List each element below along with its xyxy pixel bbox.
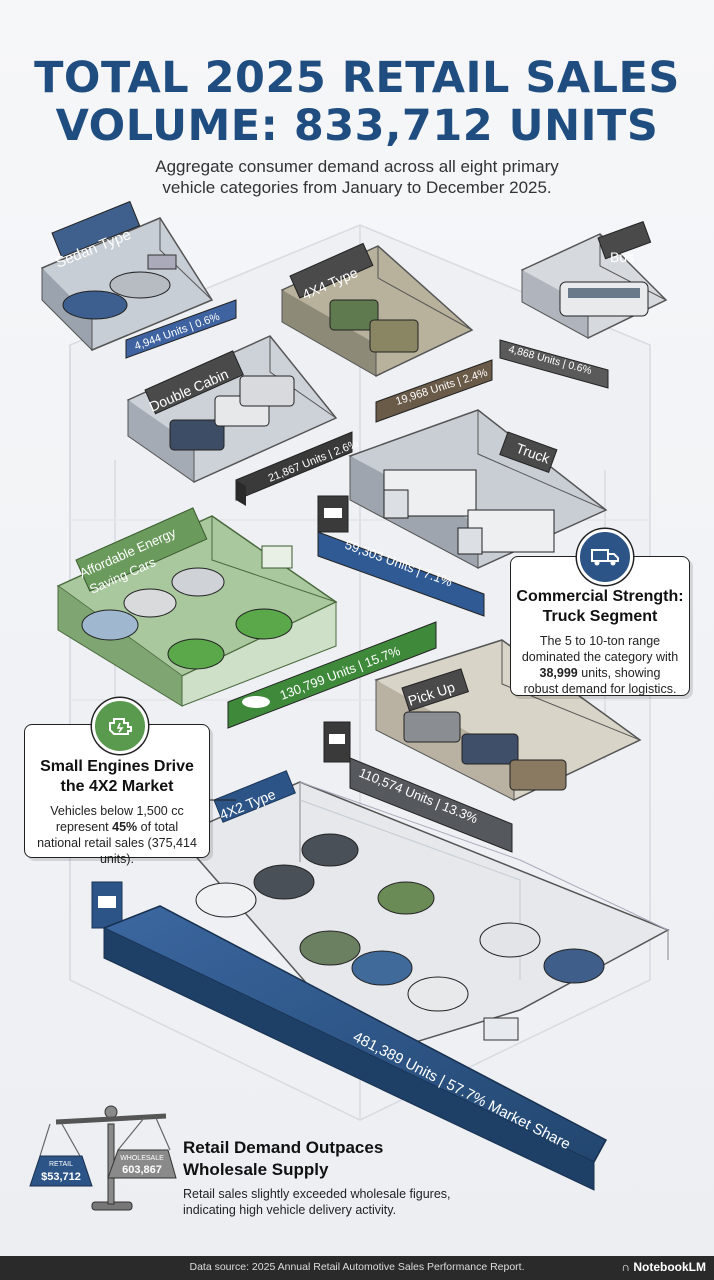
engine-callout-text: Vehicles below 1,500 cc represent 45% of… [37, 804, 197, 866]
footer-bar: Data source: 2025 Annual Retail Automoti… [0, 1256, 714, 1280]
fourx2-showroom [91, 770, 670, 1057]
truck-callout-icon [577, 529, 633, 585]
double-cabin-value-bar [235, 431, 353, 506]
truck-room [317, 409, 608, 569]
fourx2-value-bar [102, 905, 608, 1191]
wholesale-weight-label: WHOLESALE [120, 1155, 164, 1162]
energy-car-icon [242, 696, 270, 708]
engine-icon [109, 718, 132, 735]
subtitle-line1: Aggregate consumer demand across all eig… [155, 157, 559, 176]
fourx4-value-bar [375, 359, 493, 423]
pickup-value-bar [349, 757, 513, 853]
balance-title: Retail Demand Outpaces Wholesale Supply [183, 1138, 384, 1179]
double-cabin-room [126, 335, 338, 483]
brand-name: NotebookLM [633, 1260, 706, 1274]
subtitle: Aggregate consumer demand across all eig… [0, 156, 714, 198]
bus-label: Bus [610, 249, 634, 265]
pickup-room [323, 639, 642, 801]
retail-weight-label: RETAIL [49, 1161, 73, 1168]
main-title-line1: TOTAL 2025 RETAIL SALES [34, 53, 680, 103]
sedan-room [40, 200, 214, 352]
subtitle-line2: vehicle categories from January to Decem… [162, 178, 552, 197]
bus-room [520, 220, 668, 339]
truck-value-bar [317, 531, 485, 617]
data-source-text: Data source: 2025 Annual Retail Automoti… [189, 1261, 525, 1273]
energy-saving-room [56, 507, 338, 707]
energy-value-bar [227, 621, 437, 729]
wholesale-weight-value: 603,867 [122, 1164, 162, 1176]
bus-value-bar [499, 339, 609, 389]
truck-callout: Commercial Strength:Truck Segment The 5 … [510, 556, 690, 696]
main-title-line2: VOLUME: 833,712 UNITS [55, 101, 659, 151]
brand-logo: ∩ NotebookLM [621, 1260, 706, 1274]
engine-callout-icon [92, 698, 148, 754]
truck-callout-title: Commercial Strength:Truck Segment [516, 588, 684, 625]
truck-callout-text: The 5 to 10-ton range dominated the cate… [521, 634, 679, 696]
retail-weight-value: $53,712 [41, 1171, 81, 1183]
fourx4-room [280, 242, 474, 377]
balance-scale-illustration [29, 1105, 177, 1211]
truck-icon [591, 549, 619, 566]
balance-description: Retail sales slightly exceeded wholesale… [183, 1187, 451, 1217]
brand-icon: ∩ [621, 1260, 634, 1274]
sedan-value-bar [125, 299, 237, 359]
